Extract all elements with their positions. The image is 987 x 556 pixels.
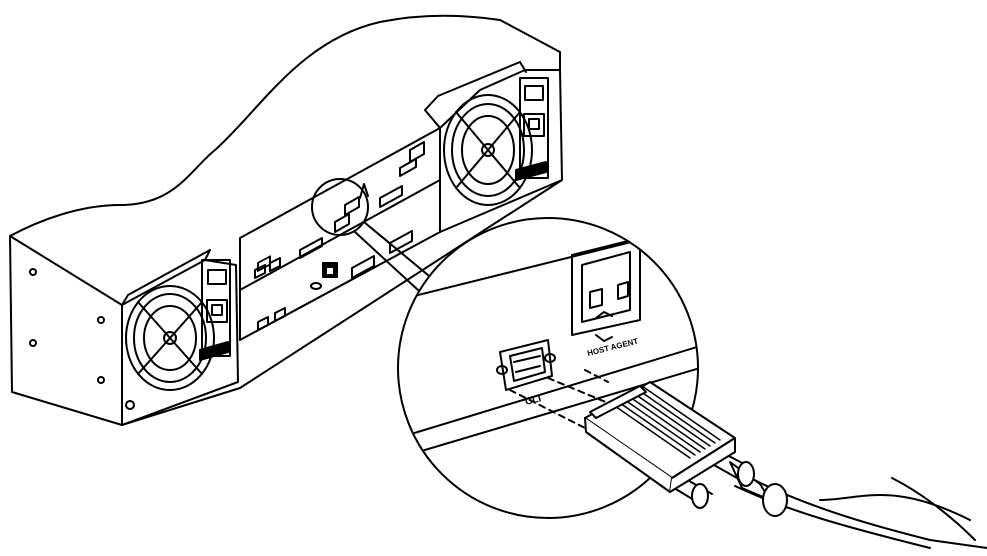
alignment-guide bbox=[509, 389, 586, 429]
ground-symbol bbox=[359, 183, 369, 199]
serial-port-shell bbox=[509, 347, 546, 382]
thumbscrew-knob bbox=[737, 461, 755, 487]
led bbox=[257, 316, 269, 331]
right-psu-handle-edge bbox=[424, 109, 441, 129]
port-slot bbox=[409, 141, 425, 163]
port-label: CLI bbox=[524, 393, 543, 408]
right-psu-handle bbox=[424, 61, 527, 111]
right-fan bbox=[443, 94, 533, 206]
led bbox=[274, 307, 286, 322]
fan-ring bbox=[461, 115, 515, 185]
fan-guard bbox=[137, 301, 203, 375]
fan-guard bbox=[455, 111, 521, 189]
cable bbox=[819, 494, 971, 521]
power-inlet bbox=[206, 299, 228, 323]
connector-body-front bbox=[669, 437, 736, 493]
cable bbox=[734, 485, 931, 549]
screw bbox=[310, 282, 322, 290]
power-switch bbox=[524, 85, 544, 101]
zoom-panel-edge bbox=[399, 339, 697, 439]
right-psu-panel bbox=[519, 77, 549, 179]
connector-grip-ribs bbox=[611, 385, 721, 459]
fan-ring bbox=[143, 305, 197, 371]
callout-marker bbox=[311, 178, 369, 236]
port-slot bbox=[344, 196, 360, 216]
fan-icon bbox=[443, 94, 533, 206]
enclosure-left-side bbox=[9, 235, 123, 426]
callout-leader-line bbox=[363, 221, 441, 286]
thumbscrew-knob bbox=[691, 483, 709, 509]
callout-leader-line bbox=[354, 231, 419, 291]
serial-port-pins bbox=[513, 355, 541, 363]
port-slot bbox=[379, 185, 403, 208]
db9-serial-port-icon bbox=[496, 339, 556, 391]
left-fan bbox=[125, 285, 215, 391]
db9-serial-cable-icon bbox=[584, 381, 987, 549]
zoom-inlet-notch bbox=[589, 288, 603, 309]
enclosure-left-top-edge bbox=[9, 235, 123, 306]
port-slot bbox=[334, 213, 350, 233]
storage-enclosure bbox=[9, 14, 563, 426]
screw bbox=[97, 316, 105, 324]
strain-relief-ring bbox=[762, 483, 788, 517]
zoom-inlet-frame bbox=[581, 251, 631, 323]
fan-hub bbox=[163, 331, 177, 345]
psu-latch bbox=[199, 341, 229, 361]
serial-port-screw bbox=[544, 353, 556, 363]
screw bbox=[125, 400, 135, 410]
host-agent-arrow bbox=[595, 334, 613, 342]
port-slot bbox=[299, 237, 323, 259]
fan-ring bbox=[133, 293, 207, 383]
enclosure-top-outline bbox=[9, 14, 501, 237]
serial-port-pins bbox=[515, 365, 541, 373]
screw bbox=[29, 339, 37, 347]
alignment-guide bbox=[584, 369, 609, 383]
zoom-inlet-notch bbox=[617, 281, 629, 300]
led bbox=[269, 257, 281, 272]
fan-hub bbox=[481, 143, 495, 157]
left-psu-handle bbox=[121, 249, 211, 306]
cable bbox=[891, 477, 976, 541]
zoom-panel-edge bbox=[399, 361, 697, 459]
host-agent-arrow bbox=[595, 311, 613, 319]
screw bbox=[97, 376, 105, 384]
power-inlet bbox=[523, 113, 545, 137]
zoom-inlet-housing bbox=[571, 237, 641, 336]
power-switch bbox=[207, 269, 227, 285]
serial-port-screw bbox=[496, 365, 508, 375]
led bbox=[254, 264, 266, 279]
screw bbox=[29, 268, 37, 276]
psu-latch bbox=[515, 161, 547, 181]
power-inlet-pins bbox=[211, 304, 223, 316]
fan-icon bbox=[125, 285, 215, 391]
ethernet-port-slot bbox=[327, 268, 333, 274]
fan-ring bbox=[451, 103, 525, 197]
power-inlet-pins bbox=[528, 118, 540, 130]
connector-shell bbox=[589, 385, 647, 419]
db9-port-small bbox=[389, 230, 413, 254]
db9-port-small bbox=[351, 255, 375, 279]
